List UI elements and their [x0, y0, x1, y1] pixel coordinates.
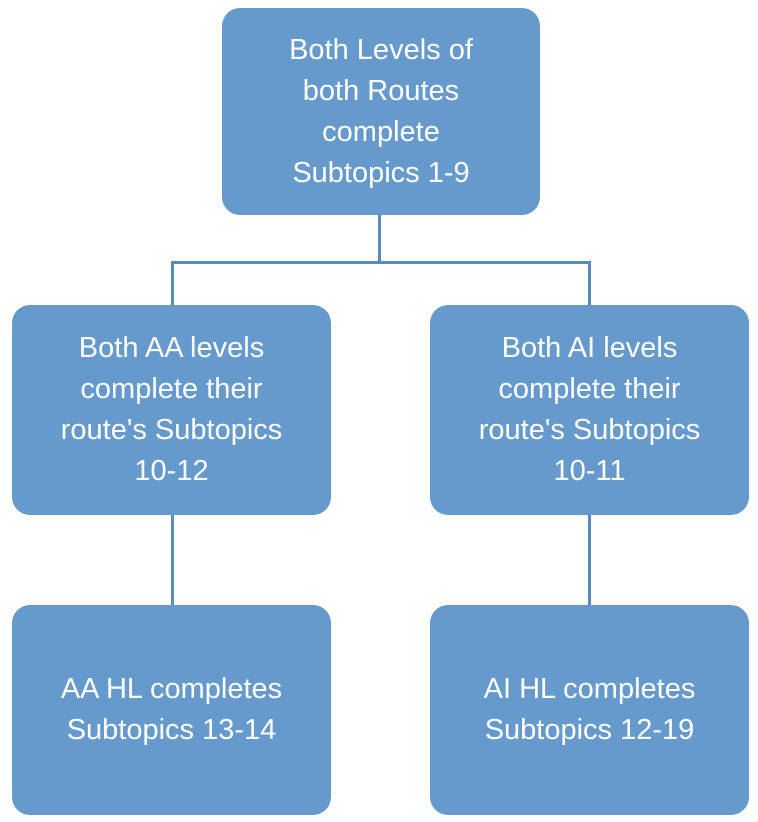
node-text: route's Subtopics — [478, 414, 701, 446]
node-aa-both-levels: Both AA levels complete their route's Su… — [12, 305, 331, 515]
node-ai-both-levels: Both AI levels complete their route's Su… — [430, 305, 749, 515]
node-text: Subtopics 12-19 — [484, 714, 695, 746]
node-text: Subtopics 13-14 — [66, 714, 277, 746]
node-ai-hl: AI HL completes Subtopics 12-19 — [430, 605, 749, 815]
node-text: AI HL completes — [483, 673, 696, 705]
connector-to-ai — [588, 261, 591, 306]
node-text: complete — [322, 115, 440, 148]
node-text: 10-12 — [134, 455, 209, 487]
node-text: AA HL completes — [60, 673, 283, 705]
connector-horizontal — [171, 261, 591, 264]
node-text: route's Subtopics — [60, 414, 283, 446]
node-text: Subtopics 1-9 — [292, 156, 470, 189]
connector-ai-to-hl — [588, 514, 591, 606]
node-text: 10-11 — [553, 455, 626, 487]
node-text: complete their — [498, 373, 681, 405]
node-text: Both AA levels — [78, 332, 265, 364]
node-aa-hl: AA HL completes Subtopics 13-14 — [12, 605, 331, 815]
connector-root-down — [378, 214, 381, 263]
node-text: both Routes — [302, 74, 460, 107]
connector-aa-to-hl — [171, 514, 174, 606]
node-text: Both Levels of — [289, 33, 473, 66]
node-text: complete their — [80, 373, 263, 405]
connector-to-aa — [171, 261, 174, 306]
node-root: Both Levels of both Routes complete Subt… — [222, 8, 540, 215]
node-text: Both AI levels — [501, 332, 678, 364]
